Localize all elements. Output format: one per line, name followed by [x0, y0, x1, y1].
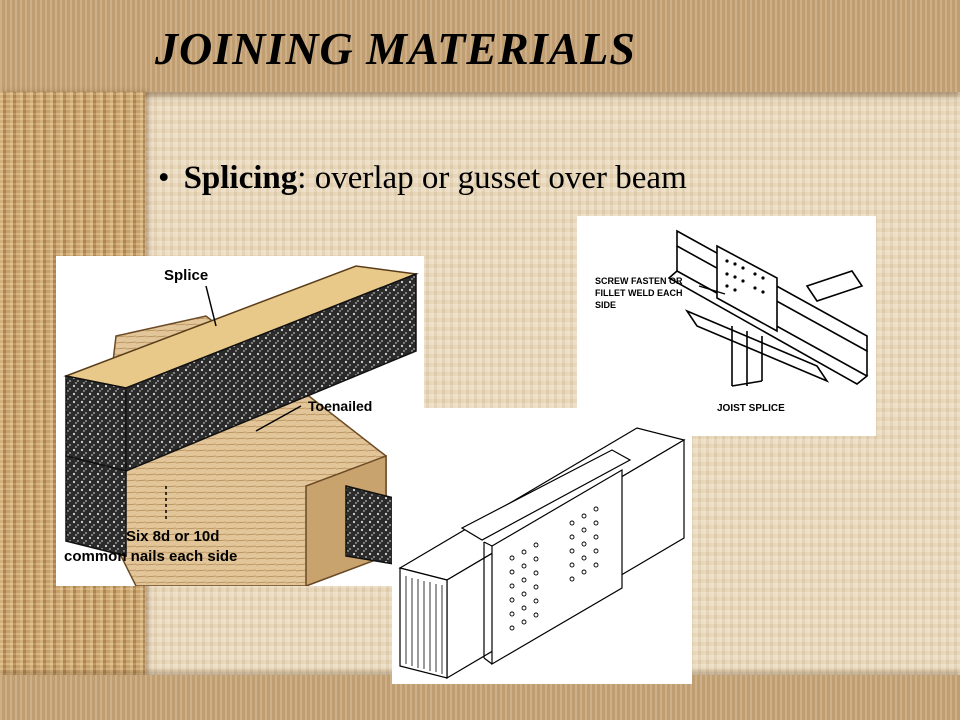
joist-splice-figure: SCREW FASTEN OR FILLET WELD EACH SIDE JO… — [577, 216, 876, 436]
bullet-item: • Splicing: overlap or gusset over beam — [158, 160, 687, 197]
joist-splice-drawing: SCREW FASTEN OR FILLET WELD EACH SIDE JO… — [595, 229, 869, 414]
joist-note-line3: SIDE — [595, 300, 616, 310]
toenailed-label: Toenailed — [308, 398, 372, 414]
nails-label-line2: common nails each side — [64, 548, 237, 565]
joist-note-line2: FILLET WELD EACH — [595, 288, 683, 298]
bullet-text: overlap or gusset over beam — [306, 160, 687, 196]
tube-gusset-drawing — [398, 427, 686, 680]
joist-splice-caption: JOIST SPLICE — [717, 403, 785, 414]
splice-label: Splice — [164, 267, 208, 284]
slide-title: JOINING MATERIALS — [155, 23, 636, 74]
wood-splice-figure: Splice Toenailed Six 8d or 10d common na… — [56, 256, 424, 586]
bullet-term: Splicing — [183, 160, 298, 196]
bullet-icon: • — [158, 160, 170, 196]
wood-splice-drawing: Splice Toenailed Six 8d or 10d common na… — [63, 265, 419, 586]
title-band — [0, 0, 960, 92]
bullet-separator: : — [297, 160, 307, 196]
tube-gusset-figure — [392, 408, 692, 684]
nails-label-line1: Six 8d or 10d — [126, 528, 219, 545]
joist-note-line1: SCREW FASTEN OR — [595, 276, 683, 286]
